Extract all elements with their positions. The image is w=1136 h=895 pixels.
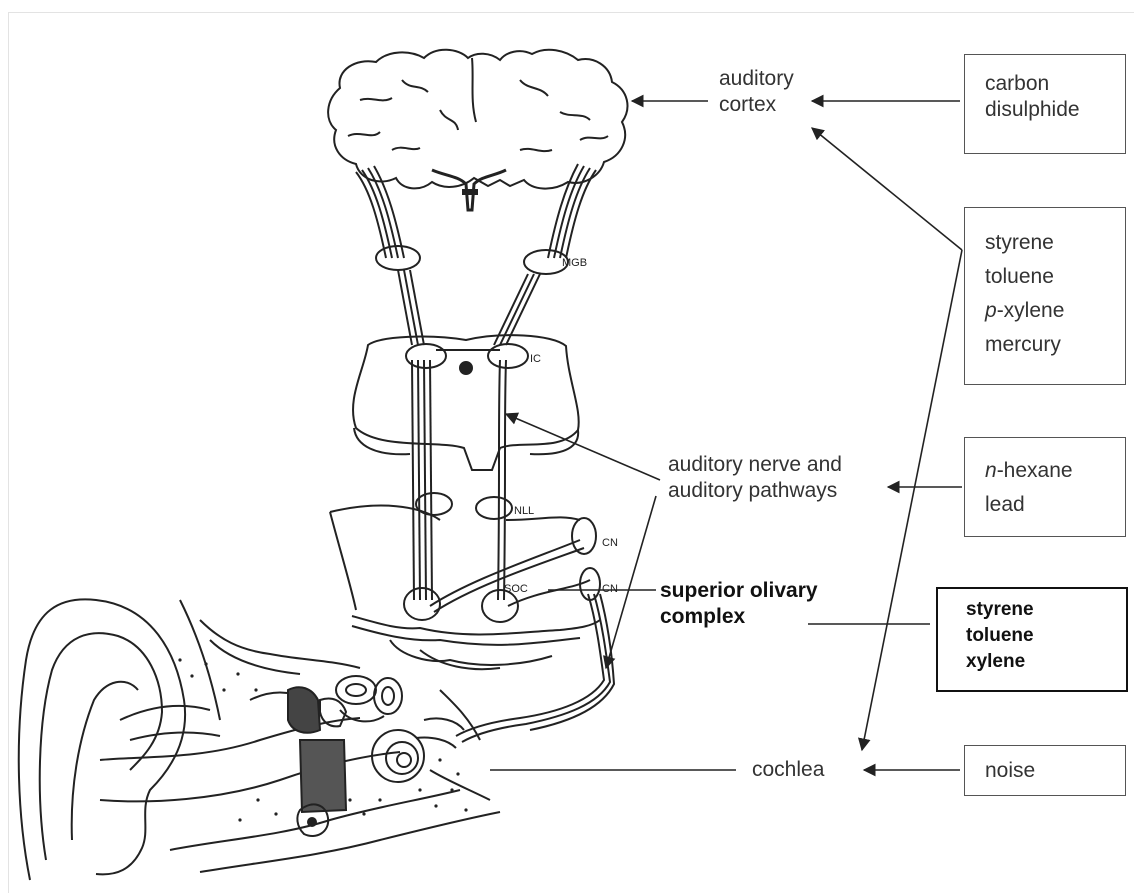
- label-auditory-pathways-line2: auditory pathways: [668, 479, 837, 502]
- ear-illustration: [19, 599, 500, 880]
- label-soc: SOC: [504, 583, 528, 595]
- label-cn-lower: CN: [602, 583, 618, 595]
- box-noise: noise: [964, 745, 1126, 796]
- label-auditory-pathways-line1: auditory nerve and: [668, 453, 842, 476]
- box-styrene-line1: styrene: [985, 226, 1125, 260]
- box-styrene-line3-rest: -xylene: [997, 299, 1065, 322]
- box-styrene-line2: toluene: [985, 260, 1125, 294]
- box-hexane-line2: lead: [985, 488, 1125, 522]
- label-ic: IC: [530, 353, 541, 365]
- label-cochlea: cochlea: [752, 757, 824, 783]
- box-styrene-line3-prefix: p: [985, 299, 997, 322]
- label-auditory-cortex: auditory cortex: [719, 66, 794, 118]
- box-bold-line3: xylene: [966, 649, 1126, 675]
- box-bold-line1: styrene: [966, 597, 1126, 623]
- label-auditory-cortex-line1: auditory: [719, 67, 794, 90]
- label-superior-olivary-line2: complex: [660, 605, 745, 628]
- label-cn: CN: [602, 537, 618, 549]
- box-hexane-line1: n-hexane: [985, 454, 1125, 488]
- brain-illustration: [328, 50, 627, 210]
- box-hexane-lead: n-hexane lead: [964, 437, 1126, 537]
- label-nll: NLL: [514, 505, 534, 517]
- label-auditory-cortex-line2: cortex: [719, 93, 776, 116]
- box-hexane-line1-rest: -hexane: [997, 459, 1073, 482]
- box-carbon-line2: disulphide: [985, 97, 1125, 123]
- box-styrene-toluene-xylene: styrene toluene xylene: [936, 587, 1128, 692]
- connectors: [490, 101, 962, 770]
- box-styrene-mercury: styrene toluene p-xylene mercury: [964, 207, 1126, 385]
- box-bold-line2: toluene: [966, 623, 1126, 649]
- label-superior-olivary: superior olivary complex: [660, 578, 818, 630]
- box-carbon-line1: carbon: [985, 71, 1125, 97]
- brainstem-illustration: [330, 164, 614, 742]
- arrow-pathways-to-nerve: [606, 496, 656, 668]
- box-carbon-disulphide: carbon disulphide: [964, 54, 1126, 154]
- box-hexane-line1-prefix: n: [985, 459, 997, 482]
- label-superior-olivary-line1: superior olivary: [660, 579, 818, 602]
- anatomy-labels: MGB IC NLL CN SOC CN: [504, 257, 618, 595]
- box-styrene-line3: p-xylene: [985, 294, 1125, 328]
- box-noise-line1: noise: [985, 758, 1125, 784]
- label-auditory-pathways: auditory nerve and auditory pathways: [668, 452, 842, 504]
- arrow-pathways-to-ic: [506, 414, 660, 480]
- arrow-styrene-to-cortex: [812, 128, 962, 250]
- box-styrene-line4: mercury: [985, 328, 1125, 362]
- label-mgb: MGB: [562, 257, 587, 269]
